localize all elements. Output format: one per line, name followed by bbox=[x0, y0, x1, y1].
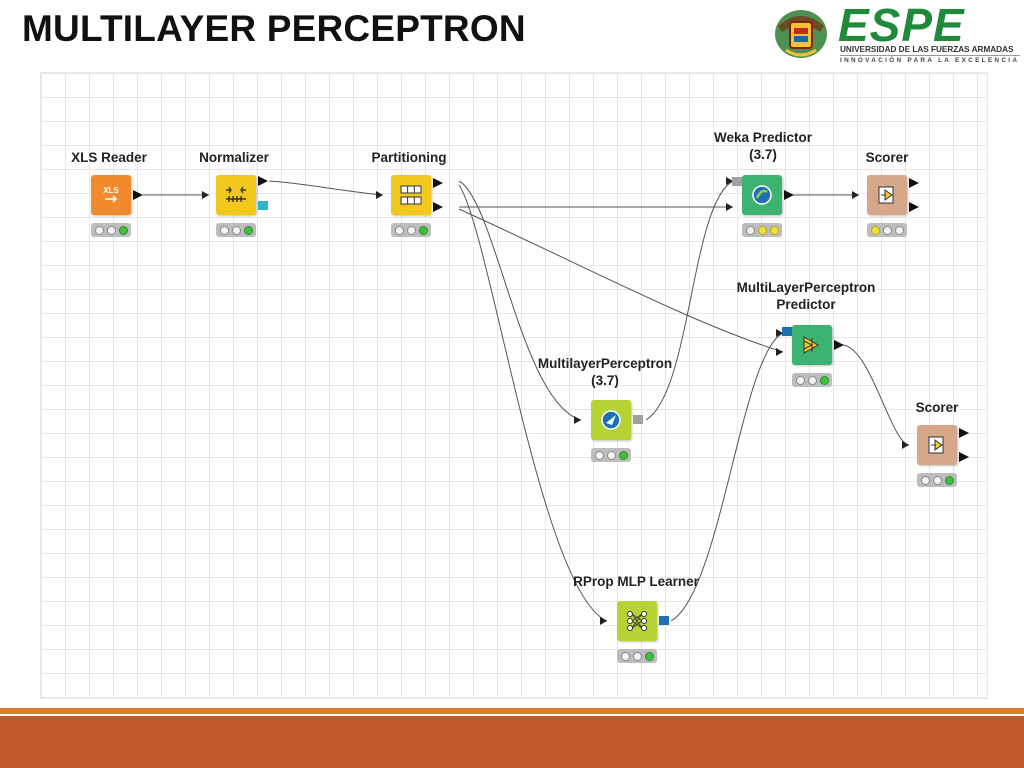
node-label: Partitioning bbox=[371, 150, 447, 165]
connection-arrowheads bbox=[202, 177, 909, 625]
neural-net-icon bbox=[617, 601, 657, 641]
model-output-port-icon[interactable] bbox=[659, 616, 669, 625]
connection-partitioning-mlppred bbox=[458, 208, 784, 353]
node-box[interactable]: XLS bbox=[91, 175, 131, 215]
node-box[interactable] bbox=[216, 175, 256, 215]
output-port-icon[interactable] bbox=[784, 190, 794, 200]
workflow-canvas[interactable]: XLS Reader XLS Normalizer Partitioning bbox=[40, 72, 988, 699]
weka-learner-icon bbox=[591, 400, 631, 440]
weka-predict-icon bbox=[742, 175, 782, 215]
slide-title: MULTILAYER PERCEPTRON bbox=[22, 8, 526, 49]
output-port-icon[interactable] bbox=[909, 178, 919, 188]
footer-bar bbox=[0, 716, 1024, 768]
connection-normalizer-partitioning bbox=[268, 180, 384, 196]
status-traffic-light bbox=[742, 223, 782, 237]
node-box[interactable] bbox=[867, 175, 907, 215]
output-port-icon[interactable] bbox=[909, 202, 919, 212]
footer-accent-line bbox=[0, 708, 1024, 714]
node-label: Scorer bbox=[915, 400, 959, 415]
node-label: Normalizer bbox=[199, 150, 269, 165]
status-traffic-light bbox=[391, 223, 431, 237]
output-port-icon[interactable] bbox=[258, 176, 268, 186]
output-port-icon[interactable] bbox=[959, 428, 969, 438]
xls-file-icon: XLS bbox=[91, 175, 131, 215]
output-port-icon[interactable] bbox=[834, 340, 844, 350]
connection-mlppred-scorer bbox=[842, 344, 910, 446]
connection-partitioning-rprop bbox=[458, 184, 608, 622]
logo-tagline: INNOVACIÓN PARA LA EXCELENCIA bbox=[840, 57, 1020, 64]
connection-rprop-mlppred bbox=[670, 332, 784, 622]
logo-subtitle: UNIVERSIDAD DE LAS FUERZAS ARMADAS bbox=[840, 45, 1014, 54]
status-traffic-light bbox=[91, 223, 131, 237]
status-traffic-light bbox=[216, 223, 256, 237]
output-port-icon[interactable] bbox=[133, 190, 143, 200]
status-traffic-light bbox=[917, 473, 957, 487]
node-box[interactable] bbox=[917, 425, 957, 465]
node-label: Weka Predictor (3.7) bbox=[713, 130, 813, 162]
connection-wires bbox=[143, 177, 910, 625]
model-input-port-icon[interactable] bbox=[782, 327, 792, 336]
scorer-icon bbox=[917, 425, 957, 465]
status-traffic-light bbox=[591, 448, 631, 462]
node-label: MultilayerPerceptron (3.7) bbox=[537, 356, 673, 388]
node-label: Scorer bbox=[865, 150, 909, 165]
node-label: RProp MLP Learner bbox=[573, 574, 699, 589]
status-traffic-light bbox=[867, 223, 907, 237]
node-box[interactable] bbox=[391, 175, 431, 215]
output-port-icon[interactable] bbox=[433, 202, 443, 212]
node-box[interactable] bbox=[591, 400, 631, 440]
node-box[interactable] bbox=[742, 175, 782, 215]
scorer-icon bbox=[867, 175, 907, 215]
model-port-icon[interactable] bbox=[258, 201, 268, 210]
output-port-icon[interactable] bbox=[959, 452, 969, 462]
mlp-predict-icon bbox=[792, 325, 832, 365]
status-traffic-light bbox=[617, 649, 657, 663]
espe-logo: ESPE UNIVERSIDAD DE LAS FUERZAS ARMADAS … bbox=[770, 0, 1020, 66]
status-traffic-light bbox=[792, 373, 832, 387]
model-input-port-icon[interactable] bbox=[732, 177, 742, 186]
connection-mlp-weka bbox=[645, 180, 734, 421]
crest-icon bbox=[775, 10, 827, 58]
node-label: MultiLayerPerceptron Predictor bbox=[736, 280, 876, 312]
model-output-port-icon[interactable] bbox=[633, 415, 643, 424]
node-box[interactable] bbox=[792, 325, 832, 365]
connection-partitioning-mlp bbox=[458, 180, 582, 421]
node-label: XLS Reader bbox=[71, 150, 147, 165]
logo-divider bbox=[840, 55, 1020, 56]
node-box[interactable] bbox=[617, 601, 657, 641]
logo-brand: ESPE bbox=[838, 0, 965, 51]
normalize-icon bbox=[216, 175, 256, 215]
svg-text:XLS: XLS bbox=[103, 186, 119, 195]
output-port-icon[interactable] bbox=[433, 178, 443, 188]
table-split-icon bbox=[391, 175, 431, 215]
